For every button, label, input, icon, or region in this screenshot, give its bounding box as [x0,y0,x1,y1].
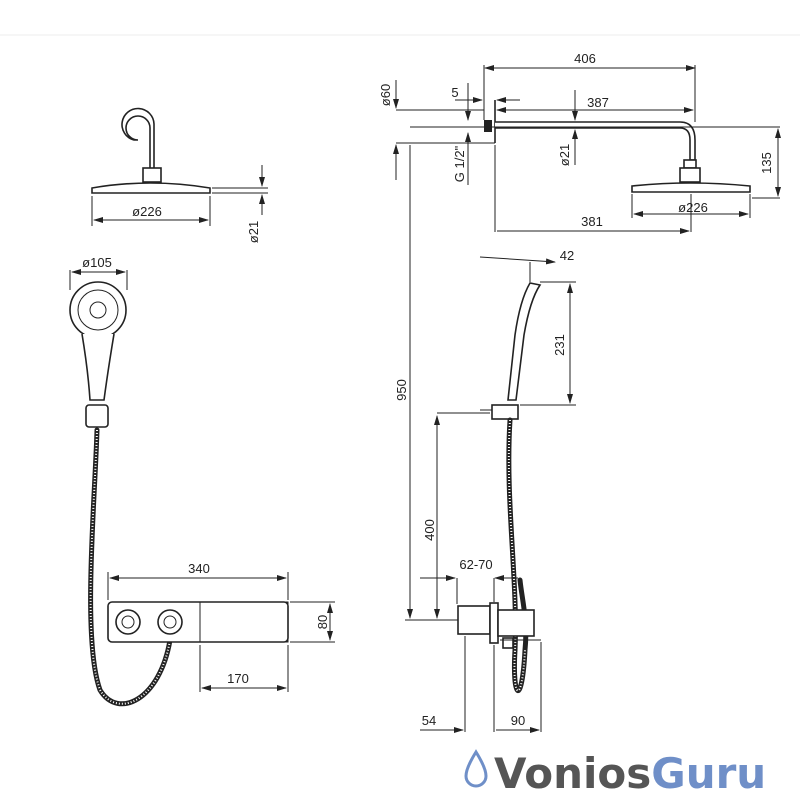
dim-hand-shower-diameter: ø105 [82,255,112,270]
dim-arm-total-length: 406 [574,51,596,66]
mixer-front [107,572,335,692]
water-drop-icon [464,749,488,788]
overhead-shower-side [393,65,781,234]
watermark-logo: VoniosGuru [464,749,766,798]
watermark-part1: Vonios [494,749,651,798]
dim-hand-shower-depth: 42 [560,248,574,263]
dim-thread: G 1/2" [452,145,467,182]
dim-head-diameter-right: ø226 [678,200,708,215]
watermark-part2: Guru [651,749,766,798]
dim-mixer-width: 340 [188,561,210,576]
watermark-text: VoniosGuru [494,749,766,798]
dim-arm-diameter: ø21 [557,144,572,166]
overhead-shower-front [91,107,268,226]
dim-head-diameter-left: ø226 [132,204,162,219]
dim-hand-shower-length: 231 [552,334,567,356]
dim-wall-to-head-center: 381 [581,214,603,229]
dim-mixer-height: 80 [315,615,330,629]
hand-shower-front [69,269,173,707]
dim-outlet-offset: 170 [227,671,249,686]
dim-flange-depth: 5 [451,85,458,100]
dim-head-drop: 135 [759,152,774,174]
dim-body-depth: 54 [422,713,436,728]
mixer-side [420,575,542,733]
dim-holder-height: 400 [422,519,437,541]
dim-head-thickness-left: ø21 [246,221,261,243]
dim-arm-length: 387 [587,95,609,110]
dim-mixer-depth-range: 62-70 [459,557,492,572]
dim-flange-diameter: ø60 [378,84,393,106]
dim-overall-height: 950 [394,379,409,401]
dim-mixer-projection: 90 [511,713,525,728]
